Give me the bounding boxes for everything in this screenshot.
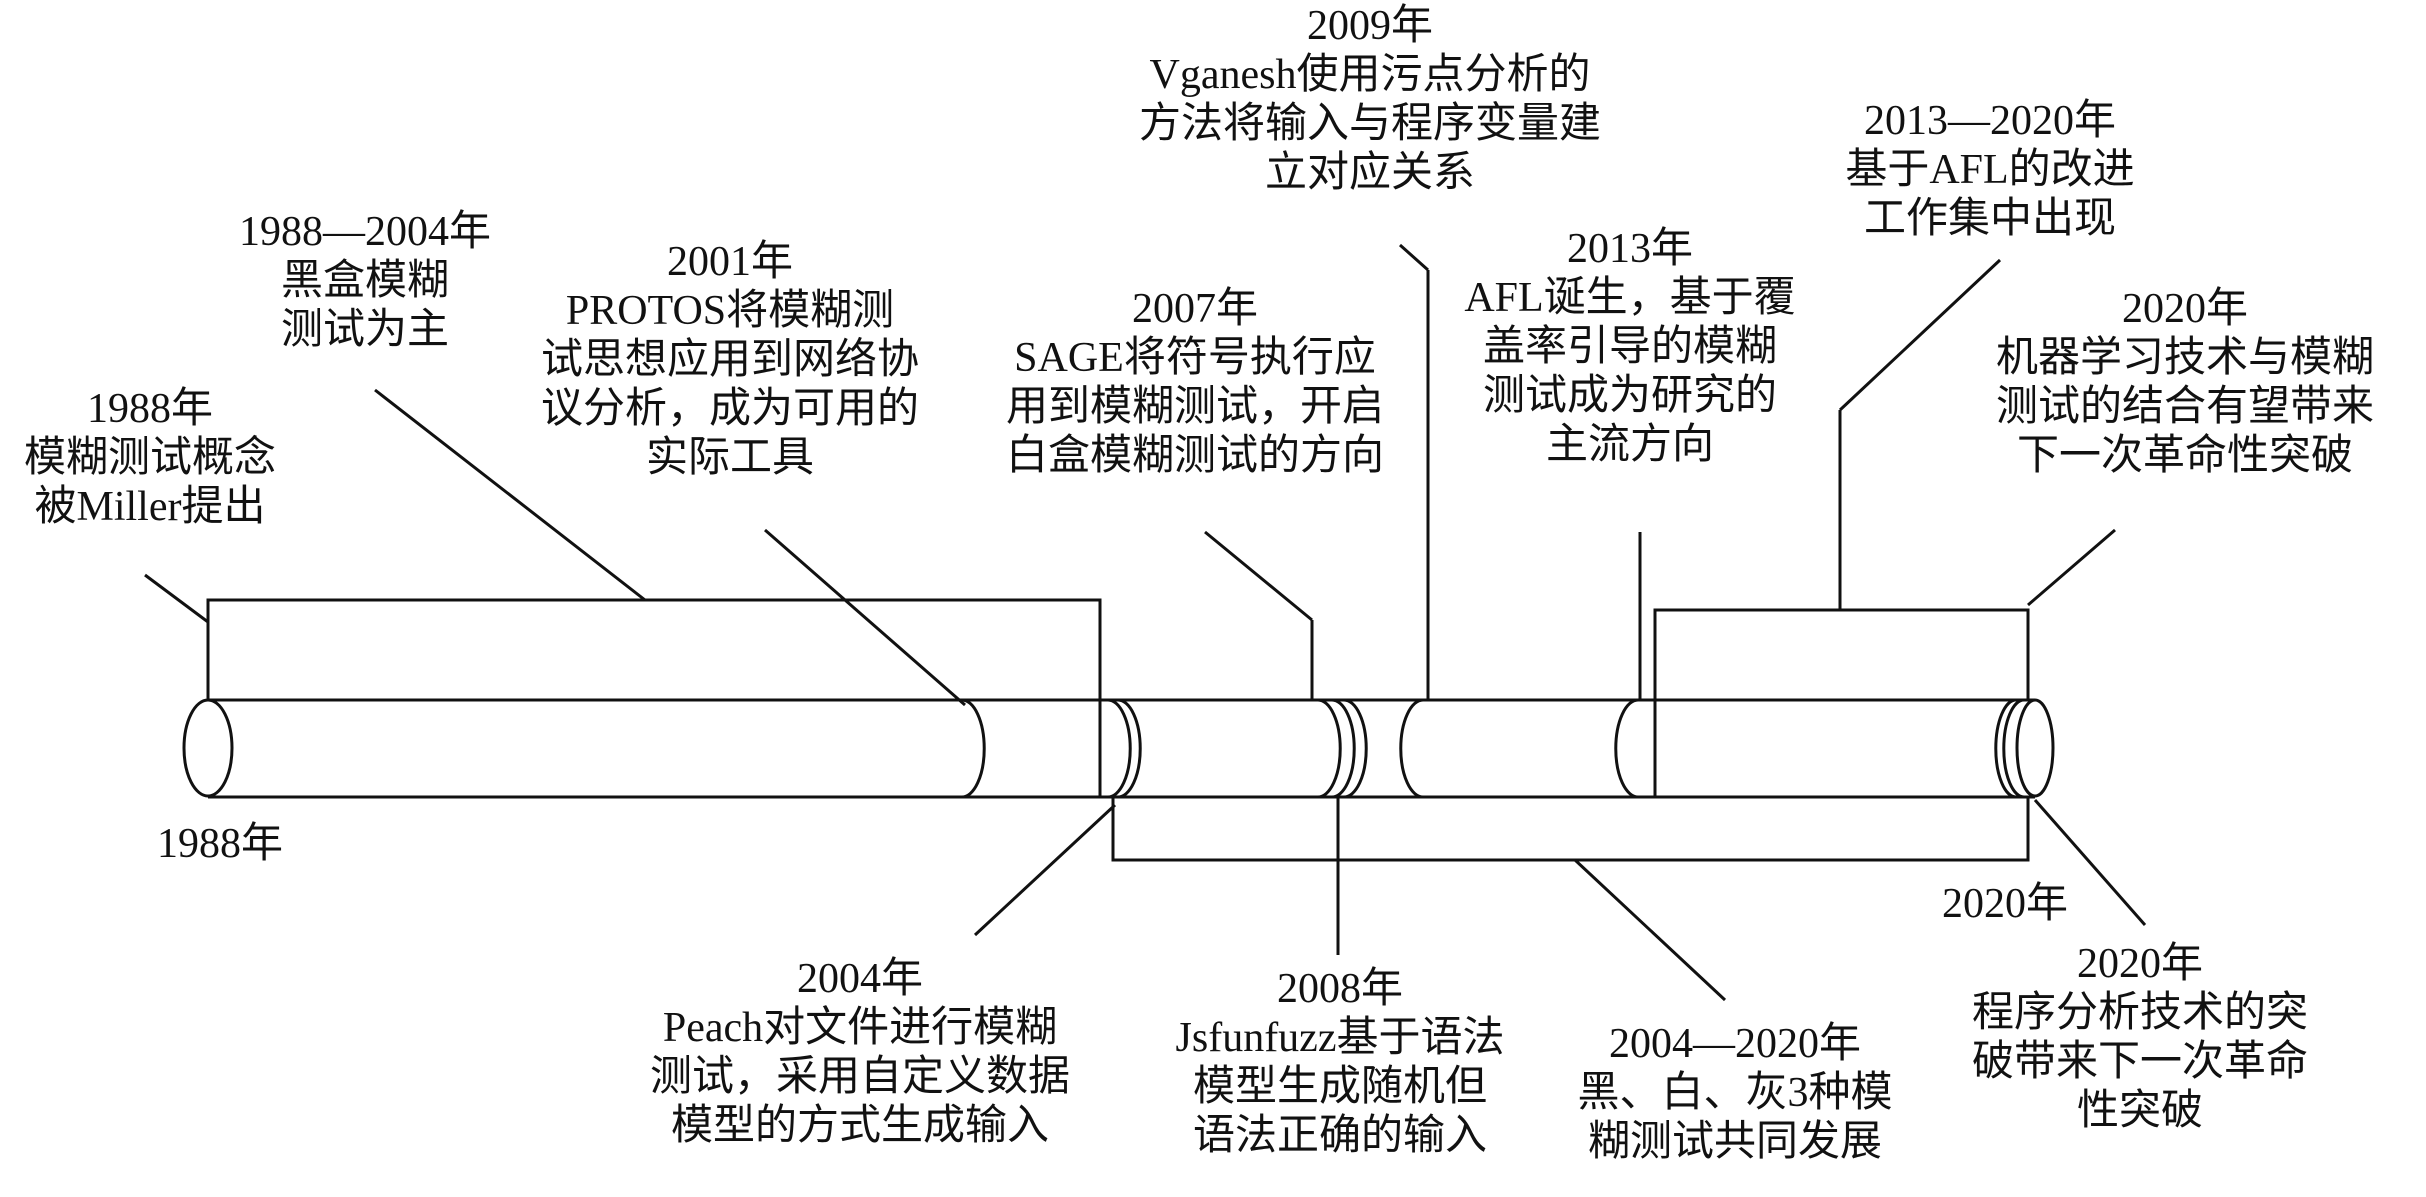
event-1988-2004-text-2: 测试为主 — [280, 307, 449, 353]
leader-2020-ml — [2027, 528, 2116, 607]
event-label-2001: 2001年 PROTOS将模糊测 试思想应用到网络协 议分析，成为可用的 实际工… — [520, 238, 940, 483]
leader-2007 — [1204, 530, 1313, 622]
event-label-2004: 2004年 Peach对文件进行模糊 测试，采用自定义数据 模型的方式生成输入 — [630, 955, 1090, 1151]
event-2007-text-1: SAGE将符号执行应 — [1014, 335, 1376, 381]
leader-2009 — [1399, 243, 1429, 272]
event-2020-ml-text-1: 机器学习技术与模糊 — [1995, 335, 2374, 381]
event-2004-text-3: 模型的方式生成输入 — [670, 1103, 1049, 1149]
segment-divider-2020b — [2002, 698, 2025, 799]
bracket-2004-2020 — [1111, 797, 2030, 862]
event-label-2020-ml: 2020年 机器学习技术与模糊 测试的结合有望带来 下一次革命性突破 — [1950, 285, 2420, 481]
event-2020-pa-text-2: 破带来下一次革命 — [1971, 1039, 2308, 1085]
segment-divider-2008 — [1331, 698, 1356, 799]
event-1988-2004-year: 1988—2004年 — [238, 209, 491, 255]
event-2013-text-3: 测试成为研究的 — [1482, 373, 1777, 419]
event-label-2020-pa: 2020年 程序分析技术的突 破带来下一次革命 性突破 — [1940, 940, 2340, 1136]
event-2013-text-2: 盖率引导的模糊 — [1482, 324, 1777, 370]
event-2020-ml-text-2: 测试的结合有望带来 — [1995, 384, 2374, 430]
event-2007-year: 2007年 — [1131, 286, 1258, 332]
leader-2001 — [764, 528, 966, 707]
event-2009-year: 2009年 — [1306, 3, 1433, 49]
event-label-2007: 2007年 SAGE将符号执行应 用到模糊测试，开启 白盒模糊测试的方向 — [960, 285, 1430, 481]
leader-1988 — [144, 573, 209, 624]
event-2020-pa-year: 2020年 — [2076, 941, 2203, 987]
event-label-2009: 2009年 Vganesh使用污点分析的 方法将输入与程序变量建 立对应关系 — [1115, 2, 1625, 198]
bracket-2013-2020 — [1653, 608, 2030, 797]
event-2020-pa-text-3: 性突破 — [2076, 1088, 2203, 1134]
event-label-1988-2004: 1988—2004年 黑盒模糊 测试为主 — [215, 208, 515, 355]
segment-divider-2009 — [1399, 698, 1424, 799]
event-2008-text-1: Jsfunfuzz基于语法 — [1175, 1015, 1505, 1061]
event-2009-text-2: 方法将输入与程序变量建 — [1138, 101, 1601, 147]
cylinder-start-cap — [182, 698, 234, 798]
event-1988-text-1: 模糊测试概念 — [23, 435, 276, 481]
segment-divider-2004 — [1107, 698, 1132, 799]
event-2013-text-1: AFL诞生，基于覆 — [1464, 275, 1796, 321]
event-2001-text-3: 议分析，成为可用的 — [540, 386, 919, 432]
event-label-1988: 1988年 模糊测试概念 被Miller提出 — [0, 385, 300, 532]
cylinder-end-cap — [2015, 698, 2055, 798]
leader-2020-pa — [2033, 799, 2147, 926]
leader-2013-2020 — [1838, 258, 2002, 412]
segment-divider-2020a — [1994, 698, 2017, 799]
event-2013-2020-year: 2013—2020年 — [1863, 98, 2116, 144]
event-label-2013: 2013年 AFL诞生，基于覆 盖率引导的模糊 测试成为研究的 主流方向 — [1430, 225, 1830, 470]
event-2004-2020-text-1: 黑、白、灰3种模 — [1577, 1070, 1893, 1116]
event-1988-year: 1988年 — [86, 386, 213, 432]
event-label-2013-2020: 2013—2020年 基于AFL的改进 工作集中出现 — [1805, 97, 2175, 244]
event-label-2004-2020: 2004—2020年 黑、白、灰3种模 糊测试共同发展 — [1555, 1020, 1915, 1167]
event-2009-text-1: Vganesh使用污点分析的 — [1149, 52, 1591, 98]
event-2020-ml-text-3: 下一次革命性突破 — [2016, 433, 2353, 479]
event-2008-text-3: 语法正确的输入 — [1192, 1113, 1487, 1159]
event-1988-text-2: 被Miller提出 — [34, 484, 266, 530]
segment-divider-2008b — [1343, 698, 1368, 799]
axis-start-label: 1988年 — [156, 821, 283, 867]
axis-end-label: 2020年 — [1941, 881, 2068, 927]
event-2001-text-2: 试思想应用到网络协 — [540, 337, 919, 383]
event-2009-text-3: 立对应关系 — [1264, 150, 1475, 196]
event-2008-text-2: 模型生成随机但 — [1192, 1064, 1487, 1110]
bracket-1988-2004 — [206, 598, 1102, 797]
leader-2004-2020 — [1573, 858, 1727, 1002]
event-2001-year: 2001年 — [666, 239, 793, 285]
event-2004-year: 2004年 — [796, 956, 923, 1002]
event-2001-text-4: 实际工具 — [645, 435, 814, 481]
event-2004-text-1: Peach对文件进行模糊 — [662, 1005, 1058, 1051]
event-2004-text-2: 测试，采用自定义数据 — [649, 1054, 1070, 1100]
event-2020-pa-text-1: 程序分析技术的突 — [1971, 990, 2308, 1036]
event-2013-2020-text-2: 工作集中出现 — [1863, 196, 2116, 242]
event-2007-text-2: 用到模糊测试，开启 — [1005, 384, 1384, 430]
event-2013-text-4: 主流方向 — [1545, 422, 1714, 468]
leader-1988-2004 — [374, 388, 646, 602]
segment-divider-2013 — [1614, 698, 1639, 799]
event-2020-ml-year: 2020年 — [2121, 286, 2248, 332]
segment-divider-2004b — [1117, 698, 1142, 799]
event-2013-2020-text-1: 基于AFL的改进 — [1845, 147, 2135, 193]
segment-divider-2001 — [961, 698, 986, 799]
event-label-2008: 2008年 Jsfunfuzz基于语法 模型生成随机但 语法正确的输入 — [1130, 965, 1550, 1161]
event-2001-text-1: PROTOS将模糊测 — [565, 288, 895, 334]
leader-2004 — [973, 803, 1117, 937]
event-2013-year: 2013年 — [1566, 226, 1693, 272]
event-2004-2020-year: 2004—2020年 — [1608, 1021, 1861, 1067]
event-2007-text-3: 白盒模糊测试的方向 — [1005, 433, 1384, 479]
segment-divider-2007 — [1317, 698, 1342, 799]
event-2008-year: 2008年 — [1276, 966, 1403, 1012]
event-1988-2004-text-1: 黑盒模糊 — [280, 258, 449, 304]
event-2004-2020-text-2: 糊测试共同发展 — [1587, 1119, 1882, 1165]
